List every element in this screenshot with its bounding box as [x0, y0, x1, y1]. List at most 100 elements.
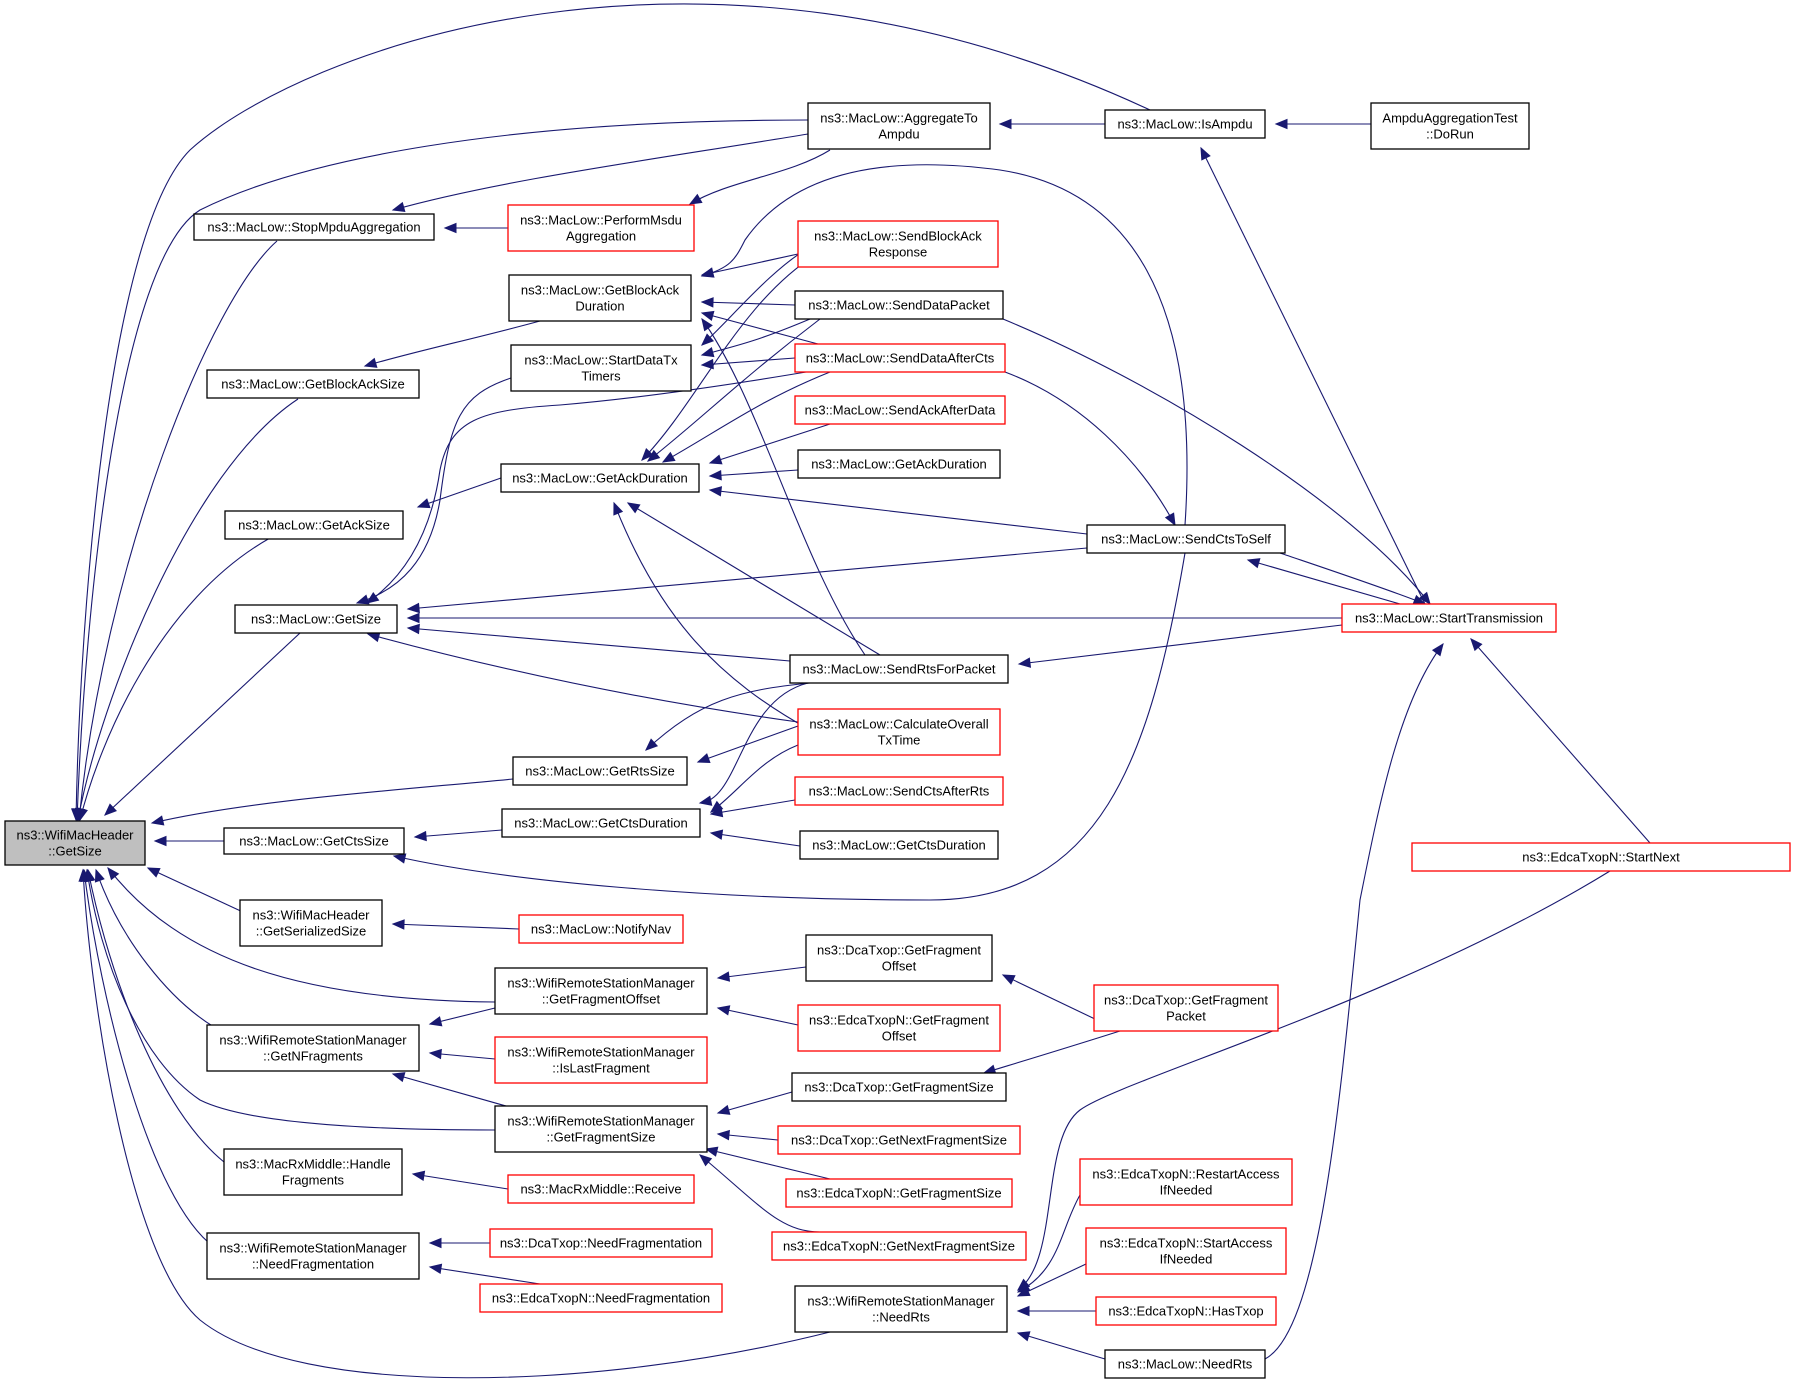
maclow-sendctsafterrts-node[interactable]: ns3::MacLow::SendCtsAfterRts	[794, 776, 1004, 806]
node-box	[789, 654, 1009, 684]
node-label-line: ns3::WifiMacHeader	[252, 908, 370, 923]
wifimacheader-getserializedsize-node[interactable]: ns3::WifiMacHeader::GetSerializedSize	[239, 899, 383, 947]
edcatxopn-getfragmentsize-node[interactable]: ns3::EdcaTxopN::GetFragmentSize	[785, 1178, 1013, 1208]
edge-arrowhead	[1017, 657, 1032, 668]
edge-arrowhead	[72, 808, 83, 822]
edge-arrowhead	[406, 612, 420, 624]
dcatxop-getfragmentoffset-node[interactable]: ns3::DcaTxop::GetFragmentOffset	[805, 934, 993, 982]
edcatxopn-getfragmentoffset-node[interactable]: ns3::EdcaTxopN::GetFragmentOffset	[797, 1004, 1001, 1052]
edge-aggregatetoampdu-to-performmsdu	[688, 149, 831, 205]
maclow-getctssize-node[interactable]: ns3::MacLow::GetCtsSize	[223, 827, 405, 855]
dcatxop-getnextfragmentsize-node[interactable]: ns3::DcaTxop::GetNextFragmentSize	[777, 1125, 1021, 1155]
macrxmiddle-receive-node[interactable]: ns3::MacRxMiddle::Receive	[507, 1174, 695, 1204]
dcatxop-needfragmentation-node[interactable]: ns3::DcaTxop::NeedFragmentation	[489, 1228, 713, 1258]
edcatxopn-startnext-node[interactable]: ns3::EdcaTxopN::StartNext	[1411, 842, 1791, 872]
edge-aggregatetoampdu-to-wmh_getsize	[72, 119, 809, 822]
edcatxopn-needfragmentation-node[interactable]: ns3::EdcaTxopN::NeedFragmentation	[479, 1283, 723, 1313]
node-box	[1411, 842, 1791, 872]
maclow-sendctstoself-node[interactable]: ns3::MacLow::SendCtsToSelf	[1086, 524, 1286, 554]
node-label-line: Timers	[581, 369, 621, 384]
edge-sendctstoself-to-getackdur	[708, 486, 1088, 535]
node-label-line: ns3::DcaTxop::GetFragmentSize	[804, 1080, 993, 1095]
maclow-getsize-node[interactable]: ns3::MacLow::GetSize	[234, 604, 398, 634]
maclow-starttransmission-node[interactable]: ns3::MacLow::StartTransmission	[1341, 603, 1557, 633]
edge-line	[709, 489, 1088, 535]
edge-arrowhead	[78, 868, 89, 882]
node-label-line: ns3::MacRxMiddle::Receive	[520, 1182, 681, 1197]
wrsm-islastfragment-node[interactable]: ns3::WifiRemoteStationManager::IsLastFra…	[494, 1036, 708, 1084]
edge-line	[689, 149, 831, 205]
node-box	[785, 1178, 1013, 1208]
maclow-isampdu-node[interactable]: ns3::MacLow::IsAmpdu	[1104, 109, 1266, 139]
edge-edca_needfrag-to-needfrag	[428, 1263, 541, 1285]
node-label-line: ns3::MacLow::SendCtsToSelf	[1101, 532, 1271, 547]
edge-line	[76, 119, 809, 821]
ampduaggregationtest-dorun-node[interactable]: AmpduAggregationTest::DoRun	[1370, 102, 1530, 150]
maclow-sendrtsforpacket-node[interactable]: ns3::MacLow::SendRtsForPacket	[789, 654, 1009, 684]
node-label-line: ns3::EdcaTxopN::StartNext	[1522, 850, 1680, 865]
edcatxopn-hastxop-node[interactable]: ns3::EdcaTxopN::HasTxop	[1095, 1296, 1277, 1326]
edge-layer	[70, 3, 1651, 1379]
wrsm-getfragmentoffset-node[interactable]: ns3::WifiRemoteStationManager::GetFragme…	[494, 967, 708, 1015]
maclow-stopmpduaggregation-node[interactable]: ns3::MacLow::StopMpduAggregation	[193, 213, 435, 241]
edge-line	[701, 318, 811, 356]
edge-line	[75, 3, 1151, 821]
edge-line	[95, 869, 215, 1028]
node-label-line: TxTime	[878, 733, 921, 748]
maclow-getrtssize-node[interactable]: ns3::MacLow::GetRtsSize	[512, 756, 688, 786]
wrsm-getfragmentsize-node[interactable]: ns3::WifiRemoteStationManager::GetFragme…	[494, 1105, 708, 1153]
edge-senddataaftercts-to-sendctstoself	[1004, 371, 1176, 527]
maclow-needrts-node[interactable]: ns3::MacLow::NeedRts	[1104, 1349, 1266, 1379]
node-label-line: ns3::MacLow::StartDataTx	[524, 353, 678, 368]
edge-edca_startnext-to-starttransmission	[1470, 638, 1651, 844]
edge-edca_hastxop-to-needrts	[1016, 1305, 1096, 1317]
wrsm-needfragmentation-node[interactable]: ns3::WifiRemoteStationManager::NeedFragm…	[206, 1232, 420, 1280]
node-box	[797, 449, 1001, 479]
maclow-getackduration-overload-node[interactable]: ns3::MacLow::GetAckDuration	[797, 449, 1001, 479]
node-box	[797, 1004, 1001, 1052]
node-box	[1079, 1158, 1293, 1206]
edge-line	[392, 1073, 521, 1111]
wrsm-needrts-node[interactable]: ns3::WifiRemoteStationManager::NeedRts	[794, 1285, 1008, 1333]
maclow-senddataaftercts-node[interactable]: ns3::MacLow::SendDataAfterCts	[794, 343, 1006, 373]
maclow-getctsduration-overload-node[interactable]: ns3::MacLow::GetCtsDuration	[799, 830, 999, 860]
node-label-line: ns3::EdcaTxopN::NeedFragmentation	[492, 1291, 710, 1306]
edge-arrowhead	[413, 830, 427, 842]
maclow-sendackafterdata-node[interactable]: ns3::MacLow::SendAckAfterData	[794, 395, 1006, 425]
maclow-getacksize-node[interactable]: ns3::MacLow::GetAckSize	[224, 510, 404, 540]
edge-arrowhead	[1016, 1331, 1031, 1342]
edge-line	[86, 869, 496, 1131]
node-box	[1341, 603, 1557, 633]
wifimacheader-getsize-node[interactable]: ns3::WifiMacHeader::GetSize	[4, 820, 146, 866]
node-box	[489, 1228, 713, 1258]
edcatxopn-getnextfragmentsize-node[interactable]: ns3::EdcaTxopN::GetNextFragmentSize	[771, 1231, 1027, 1261]
maclow-getblockacksize-node[interactable]: ns3::MacLow::GetBlockAckSize	[206, 369, 420, 399]
dcatxop-getfragmentsize-node[interactable]: ns3::DcaTxop::GetFragmentSize	[791, 1072, 1007, 1102]
node-label-line: ::NeedFragmentation	[252, 1257, 374, 1272]
edge-line	[709, 469, 799, 477]
edge-line	[1017, 870, 1611, 1291]
maclow-getctsduration-node[interactable]: ns3::MacLow::GetCtsDuration	[501, 808, 701, 838]
edge-line	[151, 778, 514, 824]
node-box	[239, 899, 383, 947]
maclow-getackduration-node[interactable]: ns3::MacLow::GetAckDuration	[500, 463, 700, 493]
maclow-senddatapacket-node[interactable]: ns3::MacLow::SendDataPacket	[794, 290, 1004, 320]
edge-line	[717, 1091, 793, 1114]
node-box	[791, 1072, 1007, 1102]
maclow-notifynav-node[interactable]: ns3::MacLow::NotifyNav	[518, 914, 684, 944]
wrsm-getnfragments-node[interactable]: ns3::WifiRemoteStationManager::GetNFragm…	[206, 1024, 420, 1072]
node-label-line: ns3::MacLow::NotifyNav	[531, 922, 672, 937]
node-label-line: ns3::DcaTxop::NeedFragmentation	[500, 1236, 702, 1251]
edge-edca_getnextfragsize-to-getfragsize	[698, 1154, 821, 1233]
edge-line	[710, 832, 801, 847]
